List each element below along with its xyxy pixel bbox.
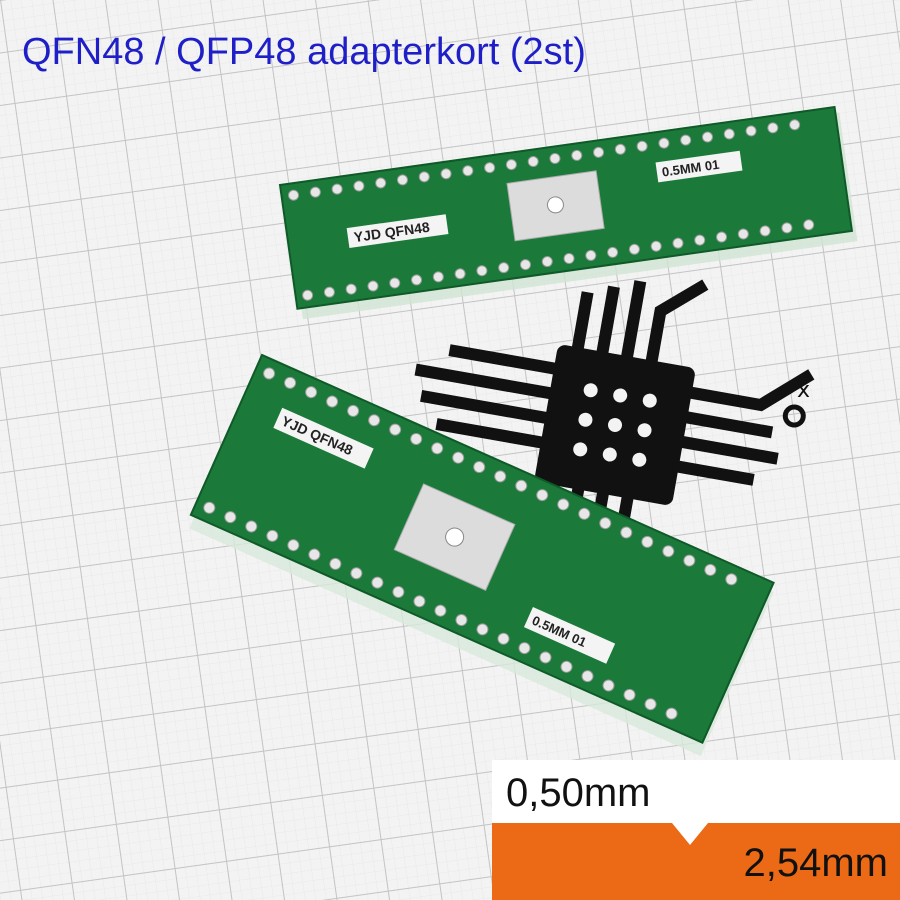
- adapter-board-bottom: YJD QFN48 0.5MM 01: [189, 353, 775, 757]
- fine-pitch-label: 0,50mm: [506, 771, 651, 815]
- pitch-badge: 0,50mm 2,54mm: [492, 760, 900, 900]
- standard-pitch-label: 2,54mm: [743, 841, 889, 885]
- logo-x-label: x: [797, 378, 810, 403]
- page-title: QFN48 / QFP48 adapterkort (2st): [22, 31, 586, 73]
- adapter-board-top: YJD QFN48 0.5MM 01: [278, 105, 858, 320]
- badge-arrow-icon: [672, 823, 708, 845]
- badge-top-band: [492, 760, 900, 823]
